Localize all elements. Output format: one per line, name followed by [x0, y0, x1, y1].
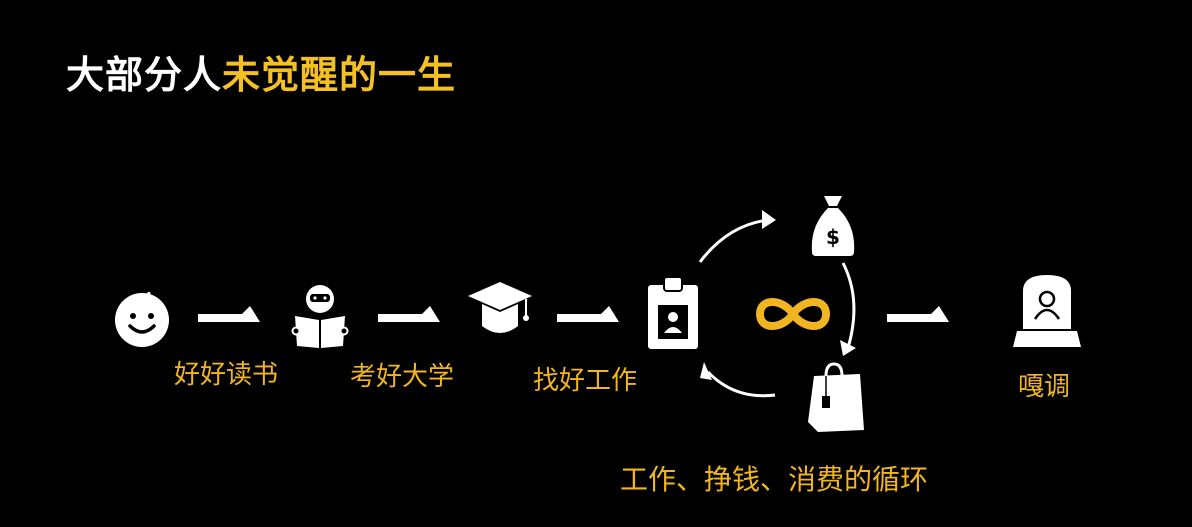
page-title: 大部分人未觉醒的一生	[66, 44, 456, 99]
id-badge-clipboard-icon	[648, 276, 698, 349]
title-prefix: 大部分人	[66, 53, 223, 97]
arrow-4	[887, 306, 949, 322]
cycle-label: 工作、挣钱、消费的循环	[620, 463, 929, 496]
step-label-college: 考好大学	[350, 362, 455, 392]
svg-text:$: $	[826, 225, 840, 249]
graduation-cap-icon	[468, 282, 532, 333]
step-label-study: 好好读书	[174, 360, 279, 390]
shopping-bag-icon	[808, 362, 864, 432]
tombstone-icon	[1013, 275, 1081, 347]
money-bag-icon: $	[811, 196, 855, 256]
step-label-death: 嘎调	[1018, 372, 1071, 402]
arrow-2	[378, 306, 440, 322]
arrow-1	[198, 306, 260, 322]
arrow-3	[557, 306, 619, 322]
infinity-icon	[755, 298, 831, 330]
reading-student-icon	[291, 285, 349, 348]
baby-face-icon	[115, 291, 169, 347]
step-label-job: 找好工作	[533, 366, 638, 396]
title-highlight: 未觉醒的一生	[222, 53, 457, 97]
